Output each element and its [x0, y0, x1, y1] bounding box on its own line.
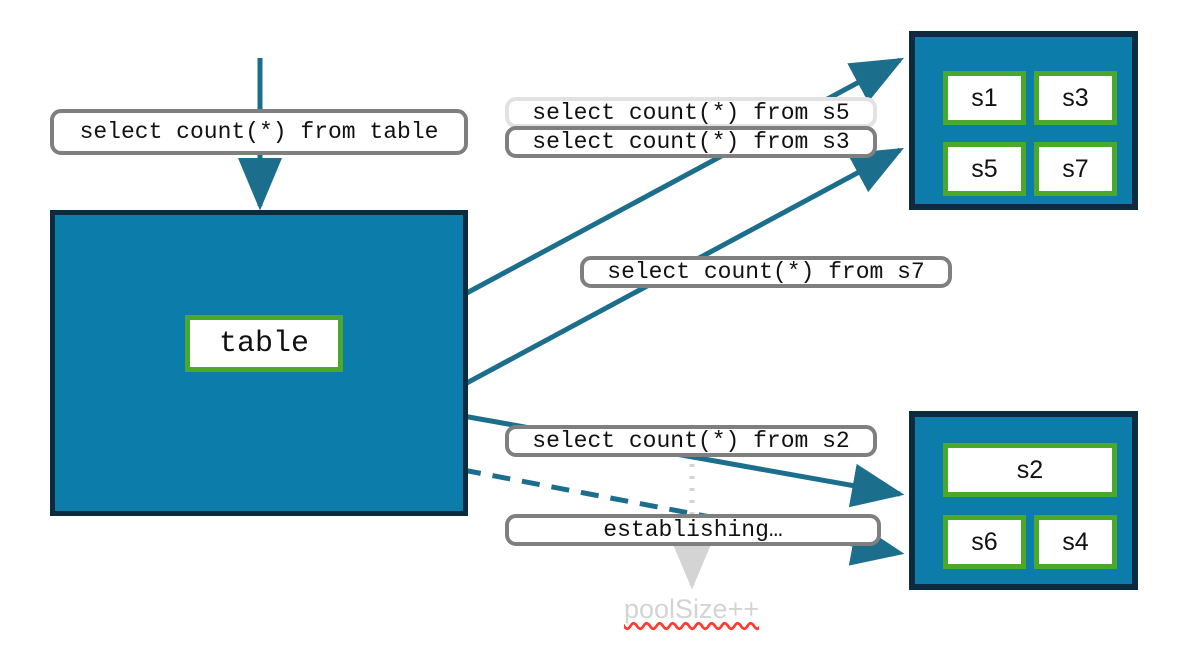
label-establishing[interactable]: establishing…	[505, 514, 881, 546]
label-query-s5[interactable]: select count(*) from s5	[505, 97, 877, 128]
label-query-from-table-text: select count(*) from table	[79, 119, 439, 145]
label-query-s3-text: select count(*) from s3	[532, 129, 850, 155]
bottom-server-group[interactable]: s2 s6 s4	[909, 411, 1138, 590]
label-query-s2[interactable]: select count(*) from s2	[505, 425, 877, 457]
label-query-s7-text: select count(*) from s7	[607, 259, 925, 285]
node-s2-label: s2	[1016, 455, 1044, 484]
node-s4-label: s4	[1062, 527, 1089, 556]
node-s6[interactable]: s6	[943, 515, 1026, 569]
label-query-s3[interactable]: select count(*) from s3	[505, 126, 877, 158]
label-query-from-table[interactable]: select count(*) from table	[50, 109, 468, 155]
node-s3-label: s3	[1062, 83, 1089, 112]
node-s1-label: s1	[971, 83, 998, 112]
source-table-box[interactable]: table	[50, 210, 468, 516]
node-s7-label: s7	[1062, 154, 1089, 183]
label-query-s5-text: select count(*) from s5	[532, 99, 850, 126]
node-s1[interactable]: s1	[943, 71, 1026, 125]
node-s6-label: s6	[971, 527, 998, 556]
node-s2[interactable]: s2	[943, 443, 1117, 497]
node-table[interactable]: table	[185, 315, 343, 372]
node-s5-label: s5	[971, 154, 998, 183]
label-establishing-text: establishing…	[603, 517, 783, 543]
top-server-group[interactable]: s1 s3 s5 s7	[909, 31, 1138, 210]
node-s5[interactable]: s5	[943, 142, 1026, 196]
label-query-s2-text: select count(*) from s2	[532, 428, 850, 454]
node-s7[interactable]: s7	[1034, 142, 1117, 196]
node-s3[interactable]: s3	[1034, 71, 1117, 125]
node-s4[interactable]: s4	[1034, 515, 1117, 569]
annotation-poolsize-text: poolSize++	[624, 594, 760, 624]
annotation-poolsize: poolSize++	[624, 594, 759, 625]
node-table-label: table	[218, 326, 309, 361]
label-query-s7[interactable]: select count(*) from s7	[580, 256, 952, 288]
